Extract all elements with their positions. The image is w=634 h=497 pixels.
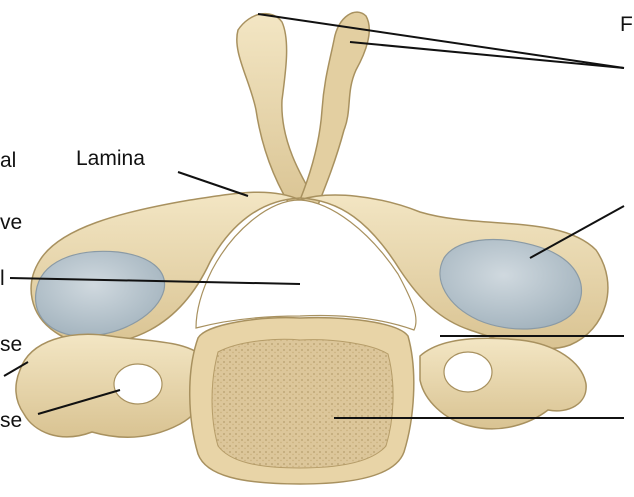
label-right-fragment-1: F [620, 14, 633, 35]
label-left-fragment-4: se [0, 334, 22, 355]
label-left-fragment-5: se [0, 410, 22, 431]
label-left-fragment-1: al [0, 150, 16, 171]
leader-line-spinous-2 [350, 42, 624, 68]
label-lamina: Lamina [76, 148, 145, 169]
label-left-fragment-3: l [0, 268, 5, 289]
spinous-process-right [300, 12, 369, 205]
leader-line-lamina [178, 172, 248, 196]
vertebral-body-surface [212, 339, 393, 468]
transverse-foramen-left [114, 364, 162, 404]
transverse-process-right [420, 338, 586, 429]
transverse-foramen-right [444, 352, 492, 392]
leader-line-spinous-1 [258, 14, 624, 68]
label-left-fragment-2: ve [0, 212, 22, 233]
transverse-process-left [16, 334, 209, 437]
